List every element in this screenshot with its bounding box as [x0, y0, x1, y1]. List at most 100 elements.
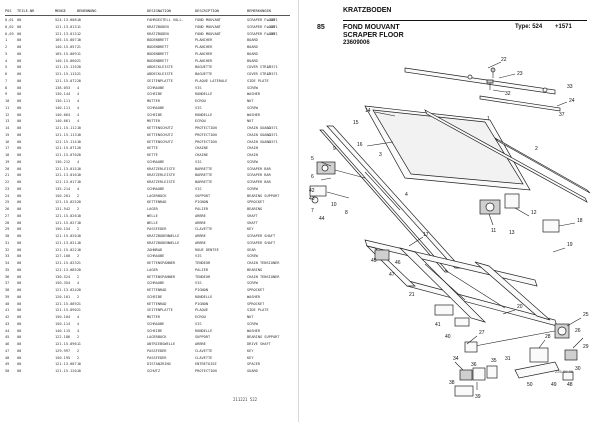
table-cell: 1 [77, 132, 80, 137]
table-cell: 4 [77, 92, 80, 97]
table-cell: MUTTER [147, 315, 160, 319]
table-cell: CHAIN [247, 146, 258, 151]
title-fr: FOND MOUVANT [343, 24, 400, 31]
table-cell: 00 [17, 301, 22, 306]
table-cell: 4 [77, 321, 80, 326]
table-cell: 47 [5, 348, 10, 353]
table-cell: 2 [77, 72, 80, 76]
table-cell: 18 [5, 153, 10, 157]
callout-22: 22 [501, 57, 507, 63]
table-cell: 00 [17, 315, 22, 319]
callout-47: 47 [389, 272, 395, 278]
table-cell: 121.15.027.0 [55, 220, 81, 225]
exploded-diagram: 22 23 32 33 24 37 14 15 16 1 2 3 4 5 6 7… [309, 57, 591, 400]
table-cell: 121.15.025.0 [55, 200, 81, 205]
table-cell: 00 [17, 58, 22, 63]
table-cell: 121.13.013.1 [55, 24, 81, 29]
header-rule [5, 15, 290, 16]
table-cell: LAGER [147, 267, 158, 272]
table-cell: 140.15.057.1 [55, 45, 81, 49]
table-cell: 1 [77, 342, 80, 346]
table-cell: KETTENSPANNER [147, 261, 176, 265]
callout-16: 16 [357, 142, 363, 148]
table-cell: KETTENSCHUTZ [147, 126, 173, 130]
table-cell: BODENBRETT [147, 51, 169, 56]
table-cell: 2 [77, 45, 80, 49]
table-cell: 135.214 [55, 186, 71, 191]
table-cell: 00 [17, 173, 22, 178]
table-cell: NUT [247, 315, 254, 319]
table-cell: ABDECKLEISTE [147, 72, 173, 76]
table-cell: SCRAPER FLOOR [247, 24, 276, 29]
table-cell: ARBRE [195, 234, 206, 238]
table-cell: VIS [195, 85, 202, 90]
table-cell: 4 [5, 58, 8, 63]
table-cell: 3 [5, 51, 8, 56]
table-cell: 121.13.016.0 [55, 173, 81, 178]
table-cell: 6 [5, 72, 8, 76]
table-cell: CLAVETTE [195, 227, 213, 232]
table-cell: 37 [5, 281, 10, 286]
table-cell: 24 [5, 193, 10, 198]
table-cell: BARRETTE [195, 180, 213, 184]
callout-30: 30 [575, 366, 581, 372]
table-cell: BARRETTE [195, 173, 213, 178]
table-cell: 1 [77, 31, 80, 36]
table-cell: 121.13.021.0 [55, 240, 81, 245]
table-cell: SPACER [247, 362, 260, 367]
table-cell: RONDELLE [195, 112, 213, 117]
header-de: BENENNUNG [77, 9, 97, 13]
table-cell: 121.13.015.0 [55, 166, 81, 171]
table-cell: 32 [5, 247, 10, 252]
callout-44: 44 [319, 216, 325, 222]
table-cell: PLANCHER [195, 38, 213, 43]
table-cell: WASHER [247, 112, 260, 117]
table-cell: PROTECTION [195, 369, 217, 373]
table-cell: 00 [17, 105, 22, 110]
table-cell: 130.524 [55, 274, 71, 279]
table-cell: KETTENSPANNER [147, 274, 176, 279]
table-cell: KETTENRAD [147, 200, 167, 205]
callout-26: 26 [575, 328, 581, 334]
table-cell: BODENBRETT [147, 58, 169, 63]
table-cell: 121.15.115.0 [55, 65, 81, 70]
table-cell: ARBRE [195, 220, 206, 225]
table-cell: 4 [77, 281, 80, 286]
table-cell: KRATZBODENWELLE [147, 234, 180, 238]
table-cell: BAGUETTE [195, 65, 213, 70]
callout-35: 35 [491, 358, 497, 364]
scraper-bar-top [404, 67, 561, 112]
table-cell: +1571 [267, 31, 278, 36]
table-cell: 121.13.017.0 [55, 180, 81, 184]
table-cell: SCRAPER SHAFT [247, 234, 276, 238]
title-rule [343, 20, 587, 21]
table-cell: 129.997 [55, 348, 71, 353]
table-cell: FOND MOUVANT [195, 18, 221, 22]
table-cell: KETTE [147, 146, 158, 151]
table-cell: WASHER [247, 328, 260, 333]
callout-11: 11 [491, 228, 496, 234]
table-cell: 00 [17, 288, 22, 292]
table-cell: PASSFEDER [147, 227, 167, 232]
table-cell: SCHEIBE [147, 92, 163, 97]
table-cell: 0,01 [5, 18, 14, 22]
table-cell: SHAFT [247, 220, 258, 225]
callout-10: 10 [331, 202, 337, 208]
table-cell: SCREW [247, 281, 258, 286]
table-cell: BARRETTE [195, 166, 213, 171]
right-footer: 226-09-06 [555, 369, 574, 374]
table-cell: 00 [17, 308, 22, 313]
header-pos: POS [5, 9, 12, 13]
